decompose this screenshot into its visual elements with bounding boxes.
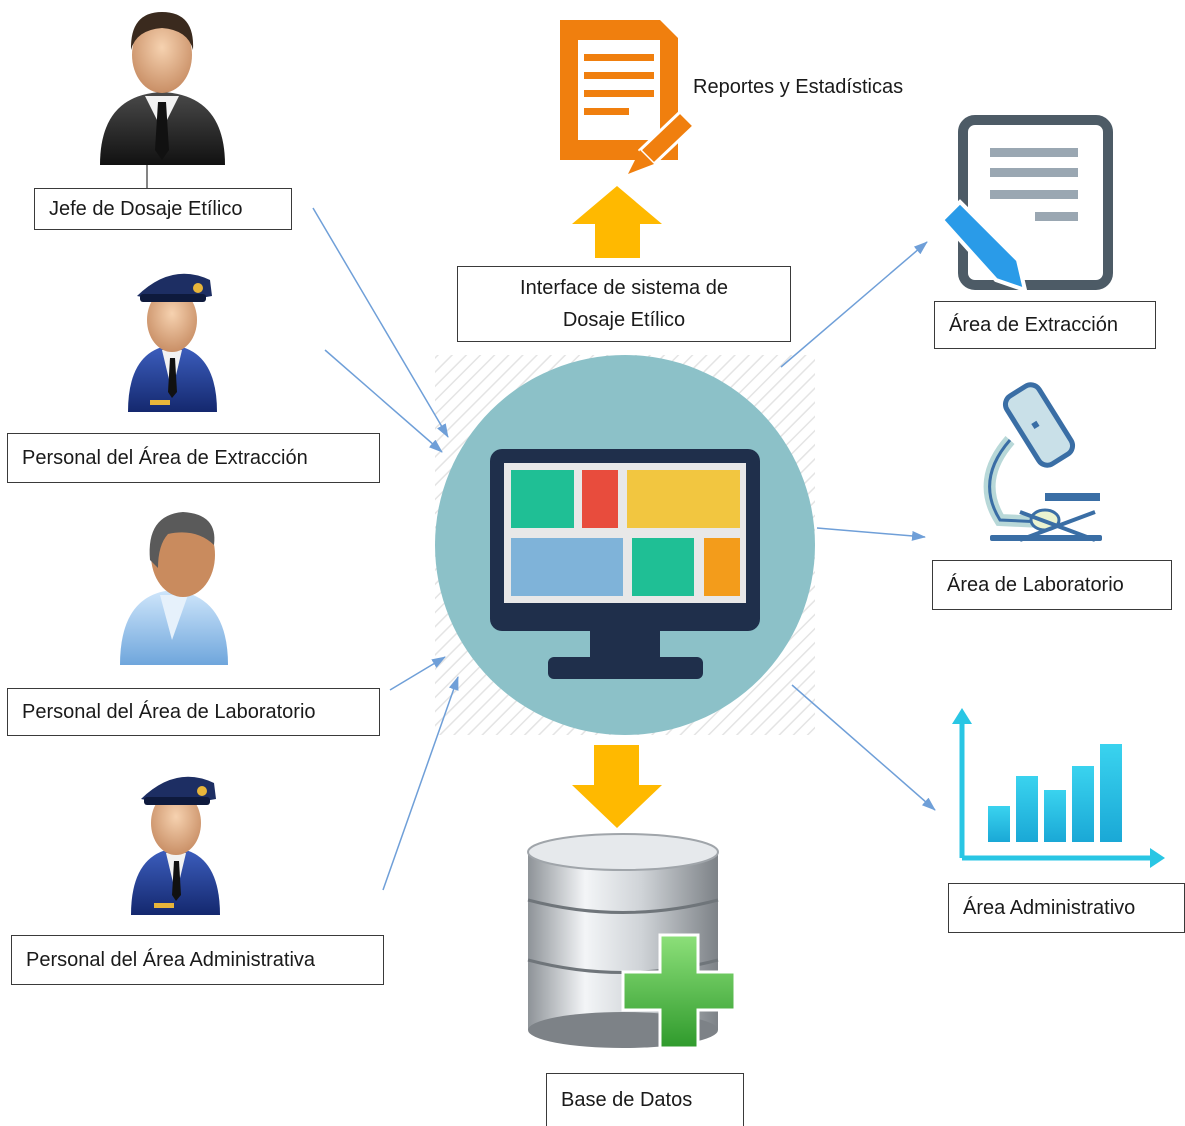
area-label-extraccion: Área de Extracción — [934, 301, 1156, 349]
reports-label: Reportes y Estadísticas — [693, 76, 904, 98]
actor-label-jefe: Jefe de Dosaje Etílico — [34, 188, 292, 230]
down-arrow-to-database — [572, 745, 662, 828]
actor-label-laboratorio: Personal del Área de Laboratorio — [7, 688, 380, 736]
actor-label-extraccion: Personal del Área de Extracción — [7, 433, 380, 483]
police-officer-icon — [128, 273, 217, 412]
actor-label-administrativa: Personal del Área Administrativa — [11, 935, 384, 985]
monitor-icon — [490, 449, 760, 679]
police-officer-icon — [131, 776, 220, 915]
interface-label: Interface de sistema de Dosaje Etílico — [457, 266, 791, 342]
area-label-administrativo: Área Administrativo — [948, 883, 1185, 933]
area-label-laboratorio: Área de Laboratorio — [932, 560, 1172, 610]
bar-chart-icon — [952, 708, 1165, 868]
database-label: Base de Datos — [546, 1073, 744, 1126]
up-arrow-to-reports — [572, 186, 662, 258]
database-add-icon — [527, 833, 737, 1050]
worker-icon — [120, 512, 228, 665]
microscope-icon — [983, 382, 1102, 542]
businessman-icon — [100, 12, 225, 190]
connector-arrows — [312, 207, 936, 891]
form-pencil-icon — [939, 115, 1113, 294]
document-edit-icon — [560, 20, 697, 174]
